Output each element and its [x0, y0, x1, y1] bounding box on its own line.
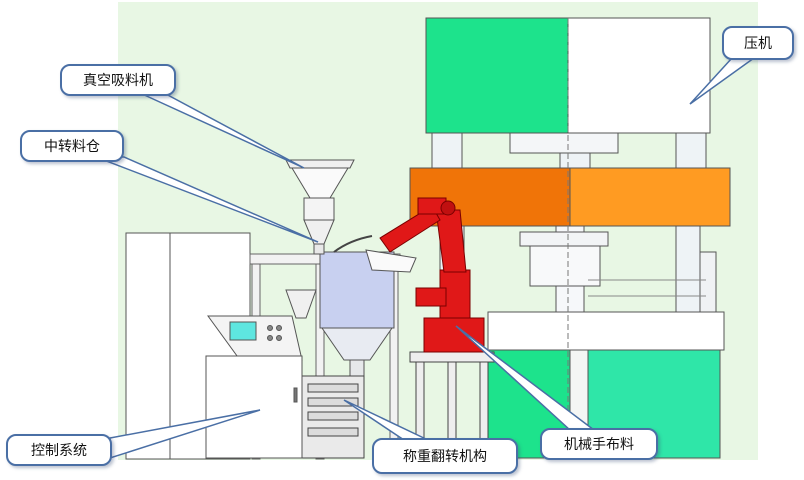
loader-chute: [365, 249, 417, 273]
robot-base: [423, 317, 485, 353]
bin-small-cone: [285, 289, 317, 319]
label-press: 压机: [722, 26, 794, 60]
weigh-slot-3: [307, 411, 359, 421]
label-vacuum-loader: 真空吸料机: [60, 64, 176, 96]
control-console: [205, 315, 303, 459]
press-lower-column-right: [675, 225, 701, 313]
robot-shoulder: [415, 287, 447, 307]
blue-hopper-funnel: [321, 327, 393, 361]
press-base-white: [487, 311, 725, 351]
weigh-slot-1: [307, 383, 359, 393]
press-top-white: [567, 17, 711, 134]
press-column-left: [431, 132, 463, 169]
press-column-right: [675, 132, 707, 169]
robot-joint: [440, 200, 456, 216]
press-right-frame: [699, 251, 717, 313]
callout-arrows: [95, 57, 757, 460]
weigh-flip-mechanism: [301, 375, 365, 459]
robot-forearm: [379, 205, 441, 253]
loader-cylinder: [303, 197, 335, 221]
bin-neck: [349, 359, 365, 379]
press-beam-right: [569, 167, 731, 227]
press-die-mid: [529, 245, 601, 287]
weigh-slot-2: [307, 397, 359, 407]
label-weigh-flip: 称重翻转机构: [372, 438, 518, 474]
vacuum-loader: [285, 159, 417, 273]
console-button-4: [276, 335, 282, 341]
console-button-2: [276, 325, 282, 331]
press-top-green: [425, 17, 569, 134]
loader-hose: [333, 235, 373, 253]
control-screen-icon: [229, 321, 257, 341]
stand-top: [409, 351, 495, 363]
loader-lid: [285, 159, 355, 169]
weigh-slot-4: [307, 427, 359, 437]
label-control-system: 控制系统: [6, 434, 112, 466]
control-cabinet-back: [125, 232, 251, 460]
robot-arm-icon: [379, 197, 485, 353]
console-button-1: [267, 325, 273, 331]
label-transfer-bin: 中转料仓: [20, 130, 124, 162]
label-robot-arm: 机械手布料: [540, 428, 658, 460]
press-die-top: [519, 231, 609, 247]
loader-pipe: [313, 243, 325, 255]
console-body: [205, 355, 303, 459]
cabinet-left: [125, 232, 171, 460]
press-inner-block: [509, 132, 619, 154]
console-button-3: [267, 335, 273, 341]
console-handle: [293, 387, 298, 403]
